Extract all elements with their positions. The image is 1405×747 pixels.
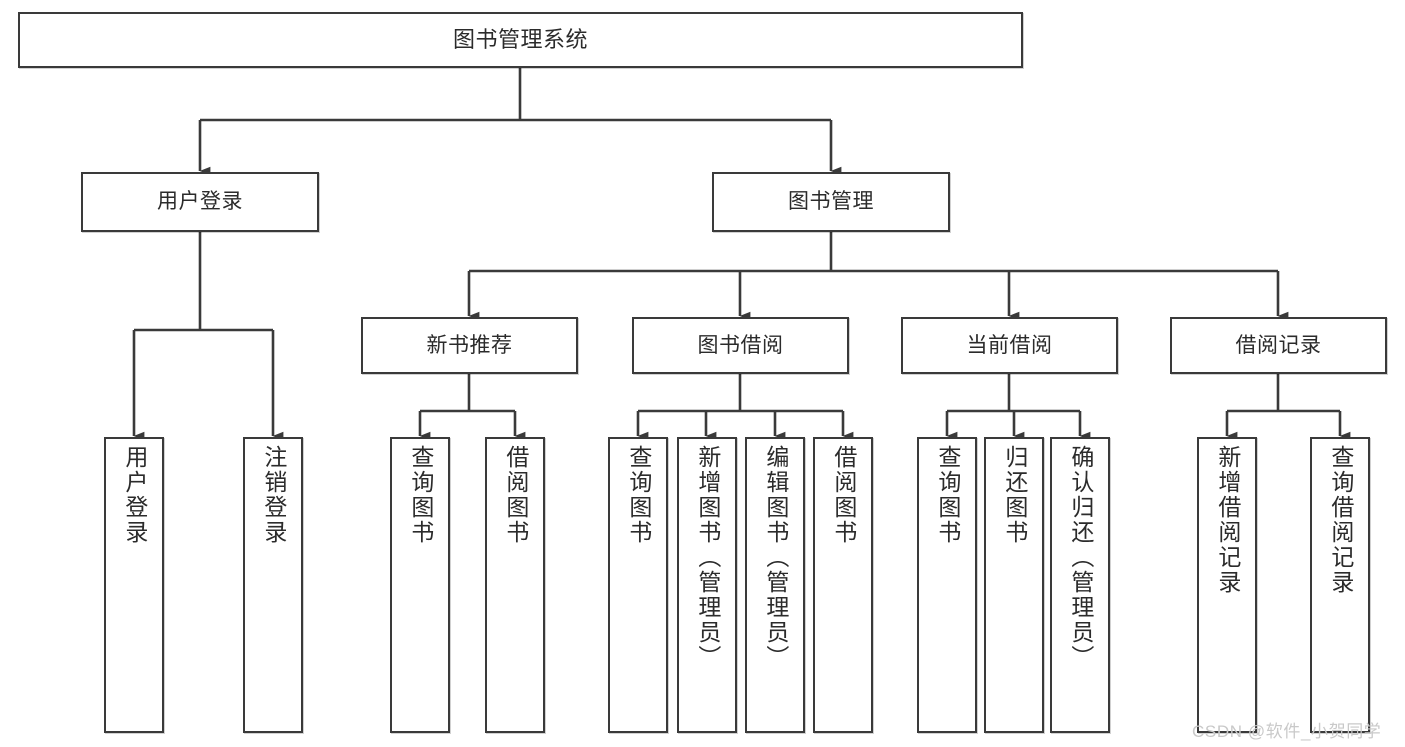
node-label: 新增借阅记录 xyxy=(1214,445,1241,595)
node-label: 图书管理 xyxy=(788,190,874,214)
edges-group xyxy=(132,68,1351,441)
node-book-borrow[interactable]: 图书借阅 xyxy=(632,317,849,374)
node-label: 编辑图书（管理员） xyxy=(762,445,789,670)
node-label: 用户登录 xyxy=(157,190,243,214)
leaf-query-book-b[interactable]: 查询图书 xyxy=(608,437,668,733)
leaf-confirm-return[interactable]: 确认归还（管理员） xyxy=(1050,437,1110,733)
leaf-edit-book[interactable]: 编辑图书（管理员） xyxy=(745,437,805,733)
node-label: 借阅记录 xyxy=(1235,333,1322,357)
csdn-watermark: CSDN @软件_小贺同学 xyxy=(1192,722,1382,741)
leaf-add-book[interactable]: 新增图书（管理员） xyxy=(677,437,737,733)
leaf-query-record[interactable]: 查询借阅记录 xyxy=(1310,437,1370,733)
node-new-book-recommend[interactable]: 新书推荐 xyxy=(361,317,578,374)
leaf-logout-login[interactable]: 注销登录 xyxy=(243,437,303,733)
node-label: 用户登录 xyxy=(121,445,148,545)
leaf-return-book[interactable]: 归还图书 xyxy=(984,437,1044,733)
node-root-system[interactable]: 图书管理系统 xyxy=(18,12,1023,68)
node-current-borrow[interactable]: 当前借阅 xyxy=(901,317,1118,374)
node-label: 新书推荐 xyxy=(426,333,513,357)
node-label: 查询图书 xyxy=(407,445,434,545)
node-label: 借阅图书 xyxy=(830,445,857,545)
node-label: 图书借阅 xyxy=(697,333,784,357)
node-label: 确认归还（管理员） xyxy=(1067,445,1094,670)
leaf-user-login[interactable]: 用户登录 xyxy=(104,437,164,733)
node-label: 新增图书（管理员） xyxy=(694,445,721,670)
leaf-query-book-a[interactable]: 查询图书 xyxy=(390,437,450,733)
node-label: 查询图书 xyxy=(625,445,652,545)
node-label: 借阅图书 xyxy=(502,445,529,545)
node-label: 注销登录 xyxy=(260,445,287,545)
node-user-login[interactable]: 用户登录 xyxy=(81,172,319,232)
node-label: 当前借阅 xyxy=(966,333,1053,357)
leaf-borrow-book-a[interactable]: 借阅图书 xyxy=(485,437,545,733)
leaf-add-record[interactable]: 新增借阅记录 xyxy=(1197,437,1257,733)
node-label: 归还图书 xyxy=(1001,445,1028,545)
node-borrow-record[interactable]: 借阅记录 xyxy=(1170,317,1387,374)
leaf-borrow-book-b[interactable]: 借阅图书 xyxy=(813,437,873,733)
node-label: 查询借阅记录 xyxy=(1327,445,1354,595)
leaf-query-book-c[interactable]: 查询图书 xyxy=(917,437,977,733)
node-book-management[interactable]: 图书管理 xyxy=(712,172,950,232)
node-label: 查询图书 xyxy=(934,445,961,545)
node-label: 图书管理系统 xyxy=(452,26,588,52)
